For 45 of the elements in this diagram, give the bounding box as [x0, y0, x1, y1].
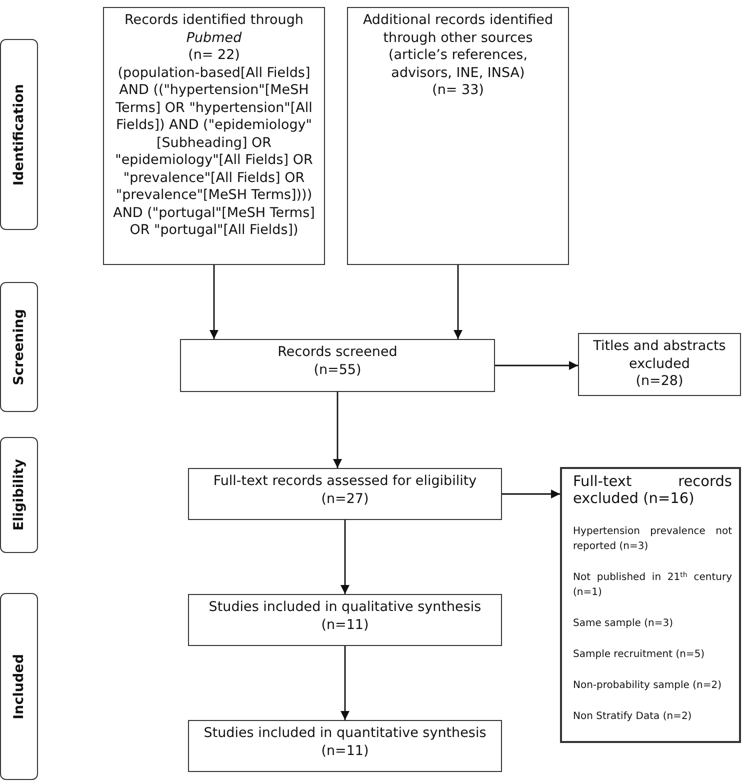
phase-label: Included	[11, 654, 27, 720]
process-box	[188, 594, 502, 646]
process-box	[347, 7, 569, 265]
arrow	[495, 361, 578, 370]
exclusion-reason: Non-probability sample (n=2)	[573, 679, 722, 693]
process-box	[578, 333, 741, 396]
arrow	[340, 520, 350, 594]
phase-box	[0, 282, 38, 412]
process-box	[103, 7, 325, 265]
phase-label: Screening	[11, 308, 27, 386]
box-heading: Records screened	[278, 344, 398, 362]
box-heading: Studies included in qualitative synthesis	[208, 599, 482, 616]
exclusion-reason: Sample recruitment (n=5)	[573, 648, 706, 662]
box-heading: Records identified through Pubmed	[124, 12, 304, 47]
phase-label: Identification	[11, 84, 27, 186]
phase-box	[0, 437, 38, 553]
process-box	[188, 720, 502, 772]
record-count: (n= 33)	[432, 82, 484, 100]
record-count: (n=27)	[321, 490, 369, 508]
arrow	[333, 392, 342, 468]
arrow	[502, 490, 560, 498]
box-heading: Full-text records assessed for eligibility	[213, 473, 477, 490]
arrow	[340, 646, 350, 720]
exclusion-box	[560, 467, 741, 743]
phase-box	[0, 593, 38, 780]
exclusion-reason: Same sample (n=3)	[573, 617, 674, 631]
exclusion-reason: Non Stratify Data (n=2)	[573, 710, 693, 724]
box-heading: Additional records identified through other sources (article’s references, advisors, INE, INSA)	[362, 12, 554, 82]
phase-label: Eligibility	[11, 459, 27, 531]
exclusion-reason: Not published in 21$^{th}$ century (n=1)	[573, 570, 732, 600]
record-count: (n= 22)	[188, 47, 240, 64]
box-heading: Titles and abstracts excluded	[592, 338, 727, 373]
record-count: (n=11)	[321, 616, 369, 634]
box-heading: Studies included in quantitative synthesis	[204, 725, 486, 742]
process-box	[180, 339, 495, 392]
record-count: (n=11)	[321, 742, 369, 760]
arrow	[454, 265, 462, 339]
exclusion-reason: Hypertension prevalence not reported (n=3)	[573, 525, 732, 554]
record-count: (n=55)	[314, 362, 362, 379]
arrow	[210, 265, 218, 339]
search-query: (population-based[All Fields] AND (("hypertension"[MeSH Terms] OR "hypertension"[All Fields]) AND ("epidemiology"[Subheading] OR "epidemiology"[All Fields] OR "prevalence"[All Fields] OR "prevalence"[MeSH Terms]))) AND ("portugal"[MeSH Terms] OR "portugal"[All Fields])	[112, 64, 316, 240]
box-heading: Full-text records excluded (n=16)	[573, 474, 732, 508]
process-box	[188, 468, 502, 520]
record-count: (n=28)	[636, 373, 684, 390]
phase-box	[0, 39, 38, 230]
